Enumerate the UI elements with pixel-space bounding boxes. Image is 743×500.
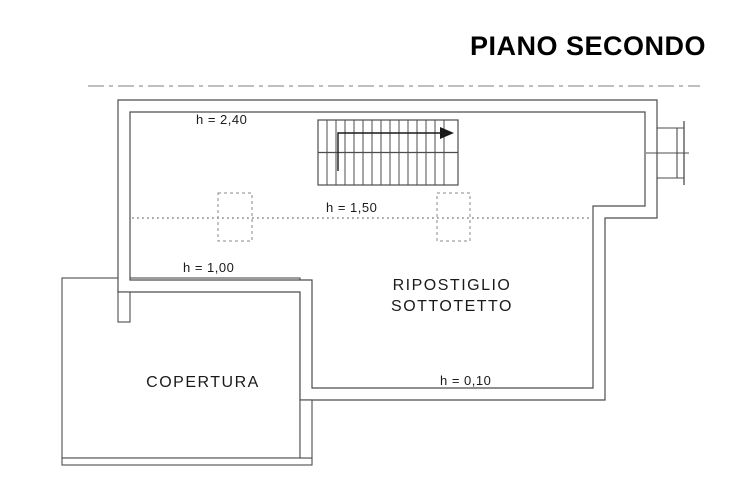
walls — [117, 99, 658, 401]
stair-direction-arrow — [337, 127, 454, 171]
staircase — [317, 119, 459, 186]
label-h100: h = 1,00 — [183, 260, 234, 275]
page-title: PIANO SECONDO — [470, 31, 706, 61]
copertura-base-band — [61, 457, 313, 466]
pillar-right — [436, 192, 471, 242]
label-h240: h = 2,40 — [196, 112, 247, 127]
label-h010: h = 0,10 — [440, 373, 491, 388]
copertura-outline — [61, 277, 301, 459]
room-label-ripostiglio-2: SOTTOTETTO — [391, 298, 513, 315]
left-wall-notch — [117, 291, 131, 323]
lower-wall-strip — [299, 399, 313, 459]
pillar-left — [217, 192, 253, 242]
label-h150: h = 1,50 — [326, 200, 377, 215]
room-label-ripostiglio-1: RIPOSTIGLIO — [393, 277, 512, 294]
room-label-copertura: COPERTURA — [146, 374, 260, 391]
window-symbol — [646, 121, 689, 185]
